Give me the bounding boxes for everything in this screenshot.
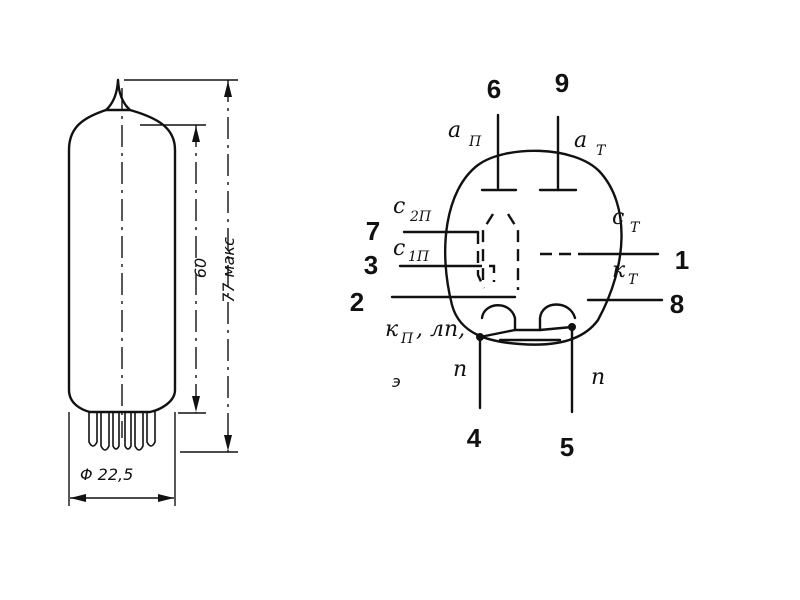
pin-number-2: 2 (350, 287, 364, 317)
label-grid-triode: c Т (612, 205, 641, 236)
base-pin (112, 411, 120, 450)
svg-text:Т: Т (630, 220, 641, 236)
svg-text:Т: Т (596, 143, 607, 159)
pin-number-3: 3 (364, 250, 378, 280)
base-pin (124, 411, 132, 450)
pin-number-1: 1 (675, 245, 689, 275)
svg-text:2П: 2П (409, 209, 432, 225)
dimension-60: 60 (140, 124, 210, 414)
pin-number-4: 4 (467, 423, 482, 453)
svg-text:к: к (612, 258, 626, 283)
svg-text:c: c (393, 194, 405, 219)
svg-text:к: к (385, 317, 399, 342)
svg-text:, лп,: , лп, (416, 317, 465, 342)
svg-text:Т: Т (628, 272, 639, 288)
svg-text:П: П (400, 331, 414, 347)
cathode-triode (538, 303, 577, 332)
envelope (443, 149, 623, 346)
label-cathode-pentode: к П , лп, (385, 317, 465, 347)
tube-outline (67, 78, 177, 438)
pinout-schematic: 6 9 7 3 2 1 8 4 5 a П a Т c 2П c 1П c Т … (350, 68, 689, 462)
svg-text:a: a (448, 118, 461, 143)
pin-number-5: 5 (560, 432, 574, 462)
label-anode-triode: a Т (574, 128, 607, 159)
label-heater-right: п (591, 365, 605, 390)
grid-pentode-c1 (470, 264, 496, 282)
junction-dot (476, 333, 484, 341)
svg-text:a: a (574, 128, 587, 153)
dimension-diameter-label: Φ 22,5 (80, 465, 133, 484)
base-pin (134, 411, 144, 451)
label-heater-left: п (453, 357, 467, 382)
tube-pins (88, 411, 156, 451)
dimension-diameter: Φ 22,5 (68, 412, 176, 506)
base-pin (88, 411, 98, 447)
pin-number-8: 8 (670, 289, 684, 319)
grid-pentode-right (506, 213, 520, 290)
label-anode-pentode: a П (448, 118, 482, 150)
label-screen: э (392, 372, 401, 391)
svg-text:c: c (393, 236, 405, 261)
grid-pentode-outer (476, 232, 486, 289)
label-grid1-pentode: c 1П (393, 236, 430, 265)
tube-tip (104, 78, 132, 112)
tube-body (67, 108, 177, 414)
dimension-60-label: 60 (191, 258, 210, 278)
junction-dot (568, 323, 576, 331)
dimension-77-label: 77 макс (219, 237, 238, 303)
pin-number-7: 7 (366, 216, 380, 246)
dimension-77: 77 макс (124, 79, 238, 453)
cathode-pentode (480, 304, 517, 332)
label-cathode-triode: к Т (612, 258, 639, 288)
pin-number-9: 9 (555, 68, 569, 98)
base-pin (146, 411, 156, 447)
label-grid2-pentode: c 2П (393, 194, 432, 225)
heater (478, 325, 574, 339)
base-pin (100, 411, 110, 451)
svg-text:c: c (612, 205, 624, 230)
pin-number-6: 6 (487, 74, 501, 104)
svg-text:1П: 1П (408, 249, 430, 265)
grid-pentode-c2 (481, 213, 495, 280)
svg-text:П: П (468, 134, 482, 150)
